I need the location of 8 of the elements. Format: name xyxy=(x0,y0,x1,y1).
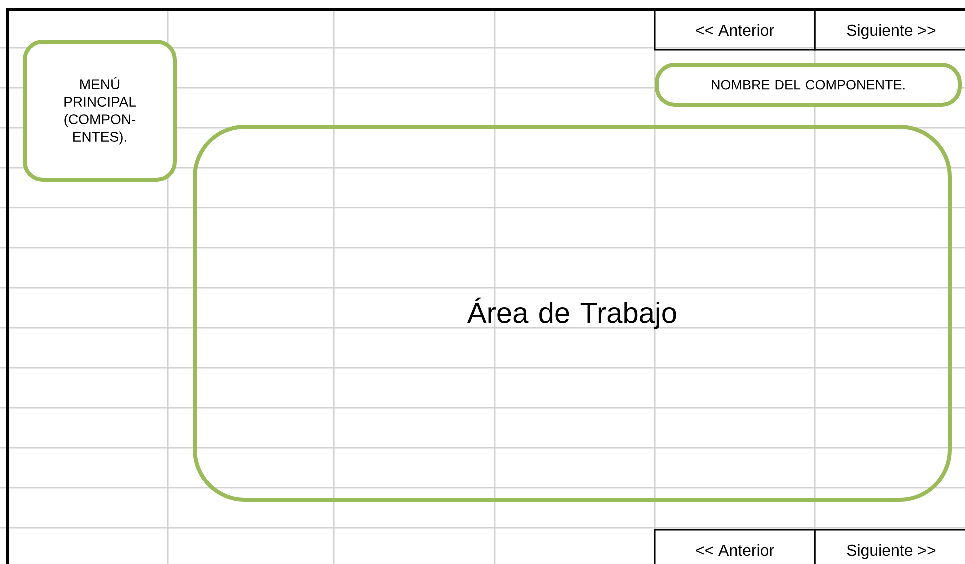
main-menu-box: MENÚ PRINCIPAL (COMPON- ENTES). xyxy=(23,40,177,182)
previous-button: << Anterior xyxy=(654,9,816,51)
component-name-box: NOMBRE DEL COMPONENTE. xyxy=(655,63,962,107)
work-area-box: Área de Trabajo xyxy=(193,125,952,502)
next-button: Siguiente >> xyxy=(814,9,965,51)
node-label: NOMBRE DEL COMPONENTE. xyxy=(712,80,905,90)
previous-button: << Anterior xyxy=(654,529,816,564)
next-button: Siguiente >> xyxy=(814,529,965,564)
